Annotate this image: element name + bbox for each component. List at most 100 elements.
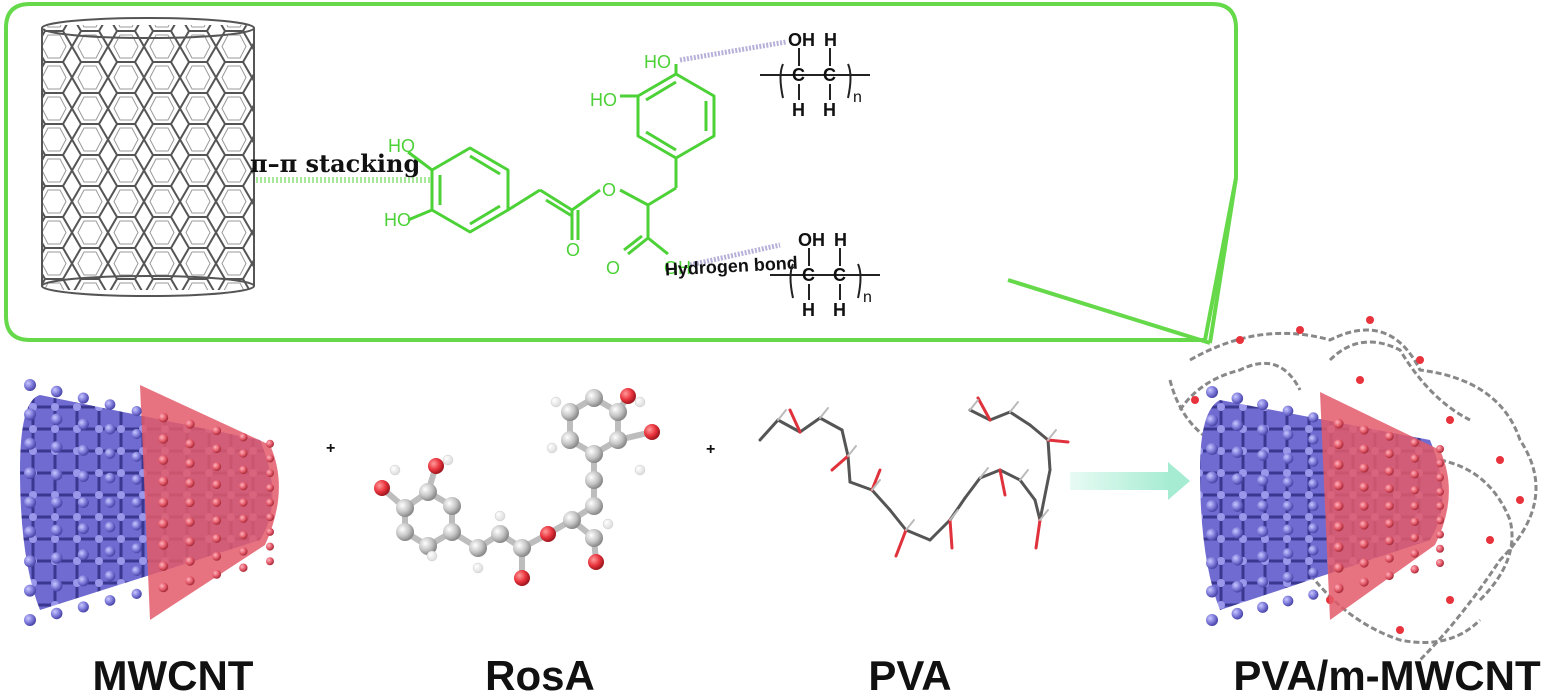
tube-atom (266, 542, 274, 551)
tube-atom (50, 524, 63, 537)
plus-sign-2: + (706, 441, 715, 458)
composite-pva-chain (1328, 340, 1471, 422)
tube-atom (131, 520, 142, 531)
tube-atom (1206, 471, 1218, 484)
pva-bond (1018, 478, 1037, 502)
rosa-atom (419, 537, 437, 555)
pva-bottom-h-b2: H (833, 300, 846, 320)
tube-atom (77, 444, 89, 456)
rosa-atom (469, 539, 487, 557)
tube-atom (1410, 565, 1419, 574)
tube-atom (131, 497, 142, 508)
tube-atom (185, 478, 195, 488)
tube-atom (212, 480, 222, 489)
tube-atom (266, 454, 274, 463)
tube-atom (1282, 595, 1294, 607)
rosa-atom (644, 424, 660, 440)
composite-oxygen (1446, 596, 1454, 604)
tube-atom (1231, 392, 1244, 405)
composite-oxygen (1486, 536, 1494, 544)
rosa-atom (374, 480, 390, 496)
tube-atom (131, 565, 142, 577)
pi-stacking-label: π–π stacking (250, 149, 420, 178)
pva-h-bond (819, 407, 829, 419)
composite-oxygen (1516, 496, 1524, 504)
tube-atom (266, 439, 274, 448)
rosa-hydrogen (472, 562, 484, 574)
pva-bond (928, 518, 952, 542)
rosa-atom (561, 403, 579, 421)
tube-atom (1436, 559, 1444, 567)
rosa-hydrogen (426, 550, 438, 562)
tube-atom (1257, 500, 1269, 512)
rosa-atom (585, 445, 603, 463)
rosa-atom (513, 539, 531, 557)
tube-atom (50, 579, 63, 592)
tube-atom (1231, 607, 1244, 620)
rosa-atom (443, 523, 461, 541)
tube-atom (1282, 571, 1294, 583)
tube-atom (1359, 482, 1369, 492)
tube-atom (50, 385, 63, 398)
rosa-hydrogen (550, 396, 562, 408)
pva-h-bond (905, 519, 915, 531)
pva-oh-bond (998, 468, 1007, 497)
tube-atom (1359, 463, 1369, 473)
tube-atom (1231, 446, 1244, 458)
rosa-atom (396, 523, 414, 541)
pva-bond (888, 508, 908, 532)
tube-atom (239, 465, 248, 475)
tube-atom (1384, 431, 1394, 441)
composite-oxygen (1191, 396, 1199, 404)
pva-oh-bond (948, 518, 954, 550)
composite-oxygen (1236, 336, 1244, 344)
rosa-atom (561, 431, 579, 449)
tube-atom (50, 413, 63, 426)
tube-atom (212, 516, 222, 525)
tube-atom (1308, 434, 1319, 445)
tube-atom (104, 399, 116, 410)
pva-oh-bond (870, 468, 882, 492)
pva-bond (1008, 410, 1032, 427)
tube-atom (1384, 501, 1394, 511)
tube-atom (1231, 554, 1244, 566)
pva-top-h: H (824, 30, 837, 50)
pva-unit-bottom: OH H C C H H n (770, 230, 880, 320)
tube-atom (1333, 501, 1344, 511)
tube-atom (24, 379, 36, 391)
composite-pva-chain (1178, 361, 1302, 411)
tube-atom (1384, 466, 1394, 476)
tube-atom (1436, 516, 1444, 525)
tube-atom (1308, 478, 1319, 489)
tube-atom (239, 433, 248, 442)
tube-atom (131, 474, 142, 485)
tube-atom (77, 470, 89, 482)
tube-atom (1359, 444, 1369, 454)
tube-atom (1384, 449, 1394, 459)
tube-atom (239, 514, 248, 524)
pva-top-h-b2: H (823, 100, 836, 120)
tube-atom (1282, 500, 1294, 512)
tube-atom (1257, 601, 1269, 613)
tube-atom (1436, 502, 1444, 510)
tube-atom (212, 533, 222, 543)
rosa-hydrogen (546, 442, 558, 454)
pva-top-c1: C (792, 65, 805, 85)
tube-atom (104, 546, 116, 557)
pva-h-bond (847, 445, 857, 457)
pva-oh-bond (1034, 518, 1042, 550)
composite-oxygen (1296, 326, 1304, 334)
tube-atom (212, 444, 222, 454)
pva-stick-model (758, 396, 1070, 558)
tube-atom (131, 428, 142, 440)
rosa-atom (443, 497, 461, 515)
tube-atom (1206, 386, 1218, 398)
rosa-atom-labels: HO HO HO HO O O O OH (384, 52, 691, 278)
tube-atom (1436, 473, 1444, 482)
tube-atom (266, 557, 274, 566)
tube-atom (1308, 456, 1319, 467)
tube-atom (266, 498, 274, 507)
tube-atom (1231, 473, 1244, 485)
tube-atom (158, 455, 169, 465)
tube-atom (266, 469, 274, 478)
